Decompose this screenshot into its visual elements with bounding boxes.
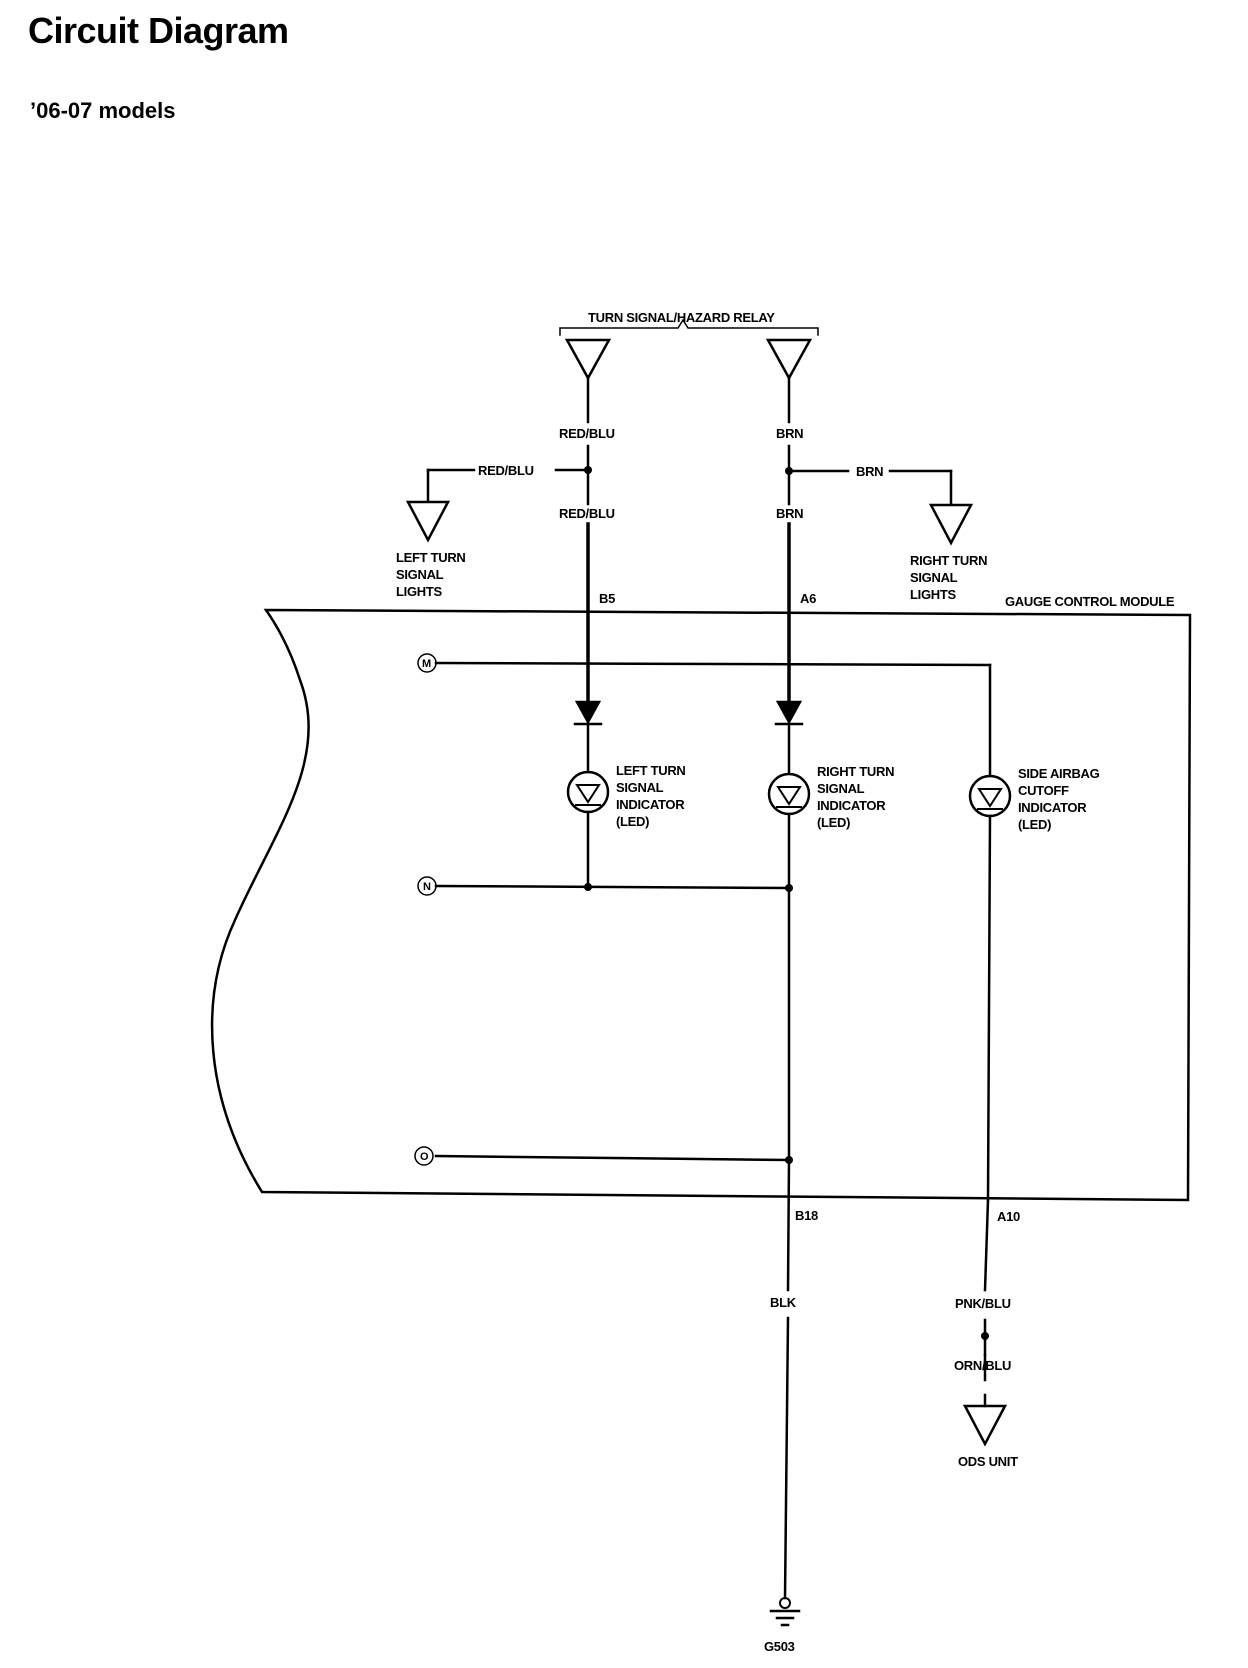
- wire-m-line: [434, 661, 992, 667]
- wire-n-line: [434, 884, 791, 890]
- right-indicator-line-4: (LED): [817, 815, 850, 830]
- ground-terminal: [779, 1597, 791, 1609]
- junction-pnk-orn: [981, 1332, 989, 1340]
- right-lights-line-2: SIGNAL: [910, 570, 958, 585]
- led-left-symbol: [575, 784, 601, 804]
- left-lights-line-1: LEFT TURN: [396, 550, 466, 565]
- diode-right: [775, 700, 803, 725]
- wire-label-blk: BLK: [770, 1295, 797, 1310]
- gauge-module-outline: [210, 608, 1192, 1202]
- right-lights-triangle: [928, 503, 974, 546]
- ods-unit-label: ODS UNIT: [958, 1454, 1018, 1469]
- wire-blk-lower: [783, 1316, 790, 1600]
- relay-bracket: [559, 318, 819, 336]
- pin-b5-label: B5: [599, 591, 615, 606]
- pin-a6-label: A6: [800, 591, 816, 606]
- right-lights-line-3: LIGHTS: [910, 587, 956, 602]
- airbag-indicator-line-2: CUTOFF: [1018, 783, 1069, 798]
- wire-label-red-blu-2: RED/BLU: [478, 463, 534, 478]
- left-indicator-line-3: INDICATOR: [616, 797, 685, 812]
- ods-unit-triangle: [962, 1404, 1008, 1447]
- wire-o-line: [434, 1154, 791, 1162]
- wire-label-brn-3: BRN: [776, 506, 803, 521]
- wire-label-red-blu-3: RED/BLU: [559, 506, 615, 521]
- junction-n-right: [785, 884, 793, 892]
- node-n-circle: [417, 876, 437, 896]
- airbag-indicator-line-3: INDICATOR: [1018, 800, 1087, 815]
- node-m-circle: [417, 653, 437, 673]
- relay-label: TURN SIGNAL/HAZARD RELAY: [588, 310, 775, 325]
- wire-blk-upper: [786, 1158, 791, 1292]
- relay-terminal-right: [765, 338, 813, 381]
- node-n-label: N: [423, 881, 431, 893]
- led-right-symbol: [776, 786, 802, 806]
- page-subtitle: ’06-07 models: [30, 98, 176, 123]
- left-lights-triangle: [405, 500, 451, 543]
- wire-airbag-down: [986, 814, 992, 1202]
- pin-b18-label: B18: [795, 1208, 818, 1223]
- diode-left: [574, 700, 602, 725]
- wire-label-brn-2: BRN: [856, 464, 883, 479]
- relay-terminal-left: [564, 338, 612, 381]
- gauge-module-label: GAUGE CONTROL MODULE: [1005, 594, 1175, 609]
- wire-label-red-blu-1: RED/BLU: [559, 426, 615, 441]
- node-o-label: O: [420, 1151, 429, 1163]
- junction-brn: [785, 467, 793, 475]
- node-o-circle: [414, 1146, 434, 1166]
- node-m-label: M: [422, 658, 431, 670]
- right-indicator-line-3: INDICATOR: [817, 798, 886, 813]
- wire-label-brn-1: BRN: [776, 426, 803, 441]
- right-indicator-line-1: RIGHT TURN: [817, 764, 894, 779]
- right-lights-line-1: RIGHT TURN: [910, 553, 987, 568]
- led-airbag-symbol: [977, 788, 1003, 808]
- airbag-indicator-line-4: (LED): [1018, 817, 1051, 832]
- wire-label-orn-blu: ORN/BLU: [954, 1358, 1011, 1373]
- wire-label-pnk-blu: PNK/BLU: [955, 1296, 1011, 1311]
- page-title: Circuit Diagram: [28, 10, 289, 51]
- pin-a10-label: A10: [997, 1209, 1020, 1224]
- left-indicator-line-1: LEFT TURN: [616, 763, 686, 778]
- left-indicator-line-4: (LED): [616, 814, 649, 829]
- junction-red-blu: [584, 466, 592, 474]
- left-lights-line-3: LIGHTS: [396, 584, 442, 599]
- ground-label: G503: [764, 1639, 795, 1654]
- right-indicator-line-2: SIGNAL: [817, 781, 865, 796]
- left-lights-line-2: SIGNAL: [396, 567, 444, 582]
- left-indicator-line-2: SIGNAL: [616, 780, 664, 795]
- wire-airbag-to-a10: [983, 1198, 990, 1292]
- airbag-indicator-line-1: SIDE AIRBAG: [1018, 766, 1100, 781]
- junction-o: [785, 1156, 793, 1164]
- junction-n-left: [584, 883, 592, 891]
